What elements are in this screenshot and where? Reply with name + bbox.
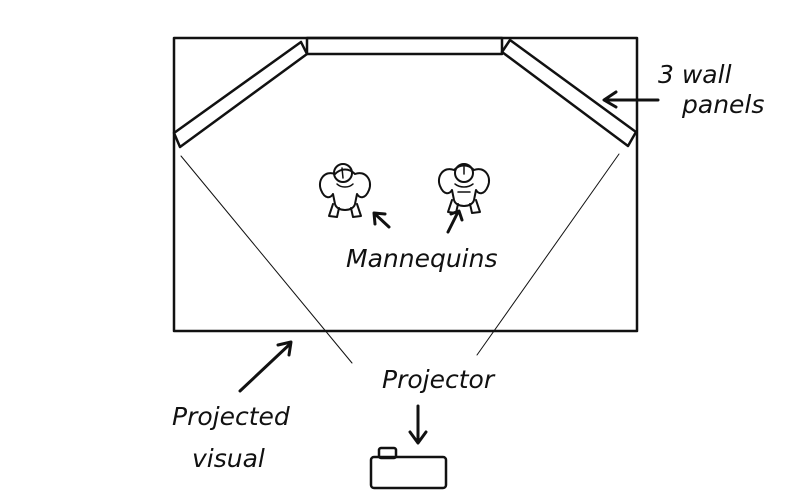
mannequin-right bbox=[438, 163, 490, 214]
annotation-arrows bbox=[238, 90, 660, 445]
arrow-wall-panels bbox=[602, 90, 660, 109]
label-wall-panels-line2: panels bbox=[681, 90, 764, 119]
label-projected-visual-line1: Projected bbox=[172, 402, 290, 431]
projector bbox=[369, 446, 448, 490]
wall-panel-center bbox=[305, 36, 504, 56]
projector-lens bbox=[377, 446, 398, 460]
projection-lines bbox=[180, 153, 620, 364]
wall-panel-left bbox=[172, 40, 309, 149]
arrow-mannequin-left bbox=[372, 211, 391, 229]
label-projected-visual-line2: visual bbox=[192, 444, 265, 473]
projector-body bbox=[369, 455, 448, 490]
wall-panel-right bbox=[500, 38, 638, 148]
label-mannequins: Mannequins bbox=[346, 244, 498, 273]
projection-line-left bbox=[180, 155, 353, 364]
arrow-projected-visual bbox=[238, 340, 293, 393]
projection-line-right bbox=[476, 153, 620, 356]
wall-panels bbox=[172, 36, 638, 149]
mannequin-left bbox=[319, 163, 371, 218]
label-projector: Projector bbox=[382, 365, 496, 394]
label-wall-panels-line1: 3 wall bbox=[658, 60, 732, 89]
arrow-projector bbox=[408, 404, 428, 445]
arrow-mannequin-right bbox=[446, 209, 464, 234]
